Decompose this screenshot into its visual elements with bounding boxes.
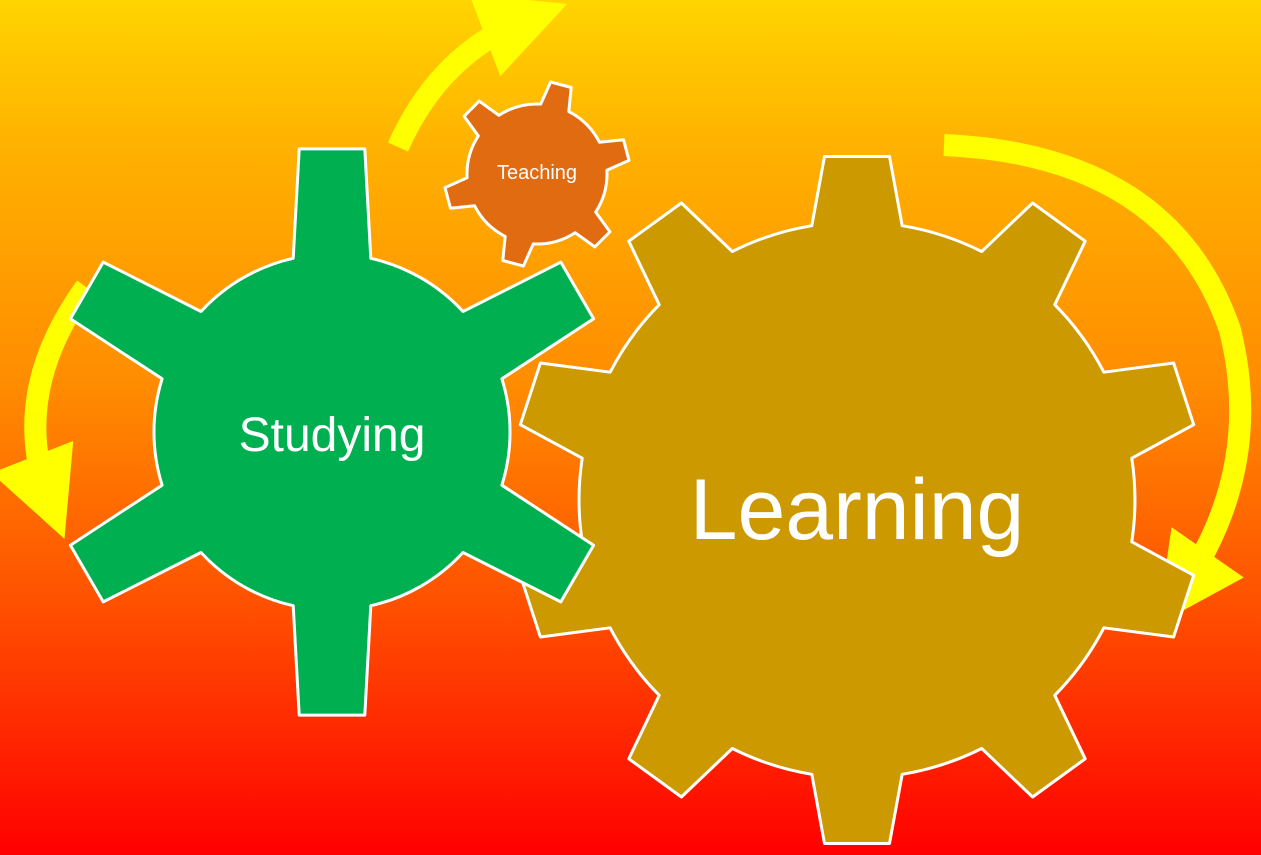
arrow-left-icon [0, 280, 95, 539]
teaching-gear-icon [443, 80, 631, 268]
teaching-label: Teaching [496, 162, 578, 184]
arrow-right-icon [943, 134, 1252, 625]
arrow-top-icon [387, 0, 568, 152]
learning-gear-icon [518, 155, 1196, 845]
studying-label: Studying [238, 409, 426, 462]
studying-gear-icon [68, 147, 596, 717]
learning-label: Learning [689, 462, 1025, 558]
